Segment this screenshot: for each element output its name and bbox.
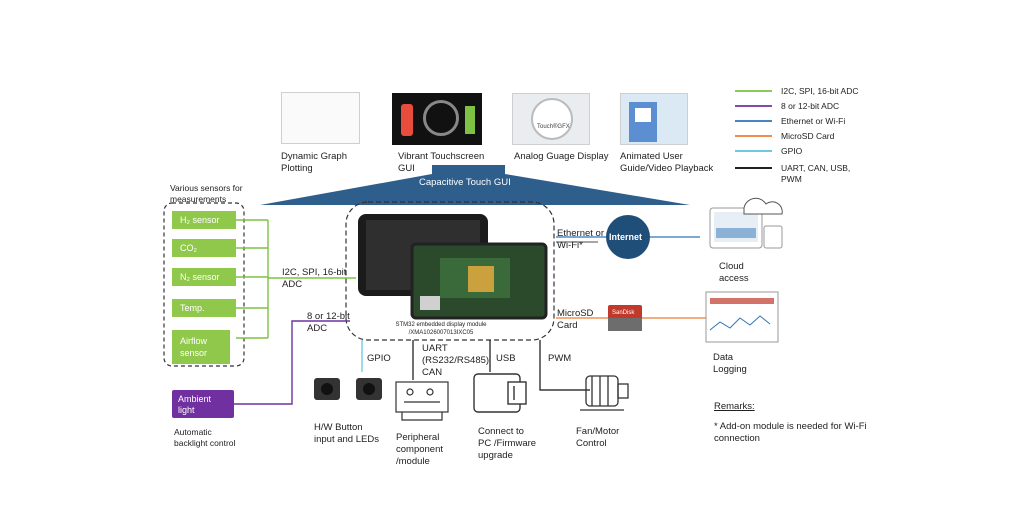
module-caption: STM32 embedded display module /XMA102600… <box>366 321 516 337</box>
sensor-temp: Temp. <box>172 299 236 317</box>
sensor-bus-label: I2C, SPI, 16-bit ADC <box>282 267 347 290</box>
sensor-group-border <box>163 202 245 367</box>
gpio-label: GPIO <box>367 353 391 364</box>
ambient-caption: Automatic backlight control <box>174 427 236 448</box>
module-border <box>345 201 555 341</box>
legend-label: 8 or 12-bit ADC <box>781 101 840 111</box>
peripheral-label: Peripheral component /module <box>396 432 444 467</box>
display-module-image <box>358 214 548 320</box>
gui-item-label: Animated User Guide/Video Playback <box>620 151 714 174</box>
sensor-bus-lines <box>236 219 356 339</box>
fan-label: Fan/Motor Control <box>576 426 620 449</box>
legend-lines <box>735 90 772 169</box>
gui-item-label: Vibrant Touchscreen GUI <box>398 151 485 174</box>
usb-label: USB <box>496 353 516 364</box>
internet-circle <box>606 215 650 259</box>
pc-label: Connect to PC /Firmware upgrade <box>478 426 537 461</box>
legend-label: UART, CAN, USB, PWM <box>781 163 851 184</box>
ethernet-label: Ethernet or Wi-Fi* <box>557 228 604 251</box>
remarks-title: Remarks: <box>714 401 755 412</box>
sensor-n2: N₂ sensor <box>172 268 236 286</box>
internet-label: Internet <box>609 232 643 242</box>
legend-label: I2C, SPI, 16-bit ADC <box>781 86 859 96</box>
gui-item-label: Dynamic Graph Plotting <box>281 151 347 174</box>
legend-label: Ethernet or Wi-Fi <box>781 116 846 126</box>
sd-brand: SanDisk <box>612 310 635 316</box>
sensor-h2: H₂ sensor <box>172 211 236 229</box>
gauge-thumbnail: Touch®GFX <box>512 93 590 145</box>
sensor-group-title: Various sensors for measurements <box>170 183 243 204</box>
bottom-bus-lines <box>412 340 590 391</box>
graph-thumbnail <box>281 92 360 144</box>
pwm-label: PWM <box>548 353 572 364</box>
hw-button-image <box>314 378 382 400</box>
guide-thumbnail <box>620 93 688 145</box>
remarks-note: * Add-on module is needed for Wi-Fi conn… <box>714 421 867 444</box>
gui-banner-arrow <box>260 165 690 205</box>
motor-image <box>580 375 629 411</box>
ambient-bus-line <box>234 320 350 405</box>
usb-image <box>473 373 527 413</box>
ambient-bus-label: 8 or 12-bit ADC <box>307 311 350 334</box>
touchscreen-thumbnail <box>392 93 482 145</box>
microsd-label: MicroSD Card <box>557 308 594 331</box>
legend-label: MicroSD Card <box>781 131 835 141</box>
logging-label: Data Logging <box>713 352 747 375</box>
gui-banner-label: Capacitive Touch GUI <box>419 177 511 188</box>
gauge-brand-text: Touch®GFX <box>537 124 570 130</box>
cloud-label: Cloud access <box>719 261 749 284</box>
cloud-image <box>709 197 783 249</box>
sd-card-image <box>608 305 642 331</box>
hw-button-label: H/W Button input and LEDs <box>314 422 379 445</box>
ambient-light-box: Ambient light <box>172 390 234 418</box>
module-caption-line2: /XMA1026007013IXC05 <box>408 330 474 336</box>
gui-item-label: Analog Guage Display <box>514 151 609 162</box>
sensor-airflow: Airflow sensor <box>172 330 230 364</box>
peripheral-image <box>395 381 449 421</box>
sensor-co2: CO₂ <box>172 239 236 257</box>
logging-image <box>705 291 779 343</box>
legend-label: GPIO <box>781 146 803 156</box>
uart-label: UART (RS232/RS485) CAN <box>422 343 490 378</box>
module-caption-line1: STM32 embedded display module <box>395 322 487 328</box>
